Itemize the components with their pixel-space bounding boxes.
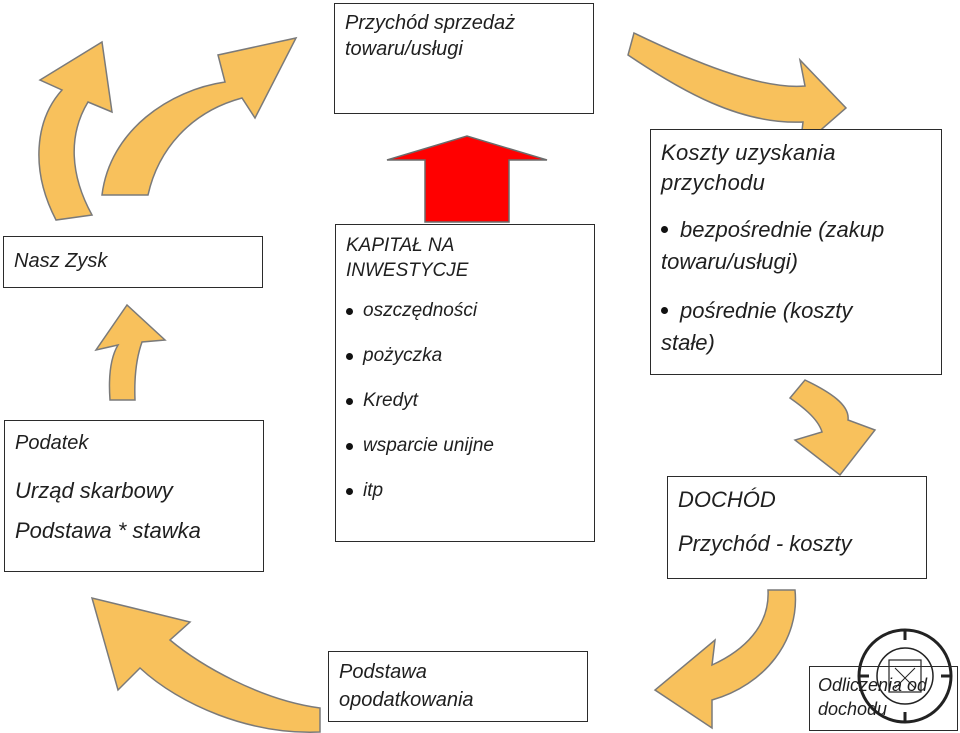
kapital-item: Kredyt (346, 388, 584, 413)
kapital-box: KAPITAŁ NA INWESTYCJE oszczędności pożyc… (335, 224, 595, 542)
koszty-box: Koszty uzyskania przychodu bezpośrednie … (650, 129, 942, 375)
dochod-line-2: Przychód - koszty (678, 531, 852, 556)
zysk-label: Nasz Zysk (14, 250, 108, 272)
kapital-title-2: INWESTYCJE (346, 260, 469, 281)
kapital-item: pożyczka (346, 343, 584, 368)
zysk-box: Nasz Zysk (3, 236, 263, 288)
kapital-item: wsparcie unijne (346, 433, 584, 458)
koszty-title-1: Koszty uzyskania (661, 140, 836, 165)
arrow-to-przychod (101, 36, 298, 196)
kapital-title-1: KAPITAŁ NA (346, 235, 455, 256)
koszty-title-2: przychodu (661, 170, 766, 195)
podstawa-line-1: Podstawa (339, 661, 427, 683)
red-up-arrow (386, 135, 548, 223)
przychod-line-1: Przychód sprzedaż (345, 12, 516, 34)
podatek-line-2: Urząd skarbowy (15, 478, 173, 503)
odliczenia-box: Odliczenia od dochodu (809, 666, 958, 731)
odliczenia-line-1: Odliczenia od (818, 675, 928, 695)
przychod-box: Przychód sprzedaż towaru/usługi (334, 3, 594, 114)
kapital-item: oszczędności (346, 298, 584, 323)
podatek-line-1: Podatek (15, 432, 89, 454)
dochod-line-1: DOCHÓD (678, 487, 776, 512)
politechnika-opolska-logo (857, 628, 953, 724)
przychod-line-2: towaru/usługi (345, 38, 463, 60)
koszty-bullet-direct: bezpośrednie (zakup towaru/usługi) (661, 217, 885, 274)
arrow-to-zysk (94, 303, 167, 401)
odliczenia-line-2: dochodu (818, 699, 888, 719)
arrow-to-podatek (90, 596, 321, 733)
arrow-from-zysk-up (38, 40, 113, 221)
kapital-item: itp (346, 478, 584, 503)
arrow-to-koszty (627, 31, 848, 150)
arrow-to-podstawa (653, 589, 797, 730)
podstawa-line-2: opodatkowania (339, 689, 474, 711)
koszty-bullet-indirect: pośrednie (koszty stałe) (661, 298, 853, 355)
podatek-box: Podatek Urząd skarbowy Podstawa * stawka (4, 420, 264, 572)
podstawa-box: Podstawa opodatkowania (328, 651, 588, 722)
dochod-box: DOCHÓD Przychód - koszty (667, 476, 927, 579)
podatek-line-3: Podstawa * stawka (15, 518, 201, 543)
arrow-to-dochod (788, 379, 877, 477)
